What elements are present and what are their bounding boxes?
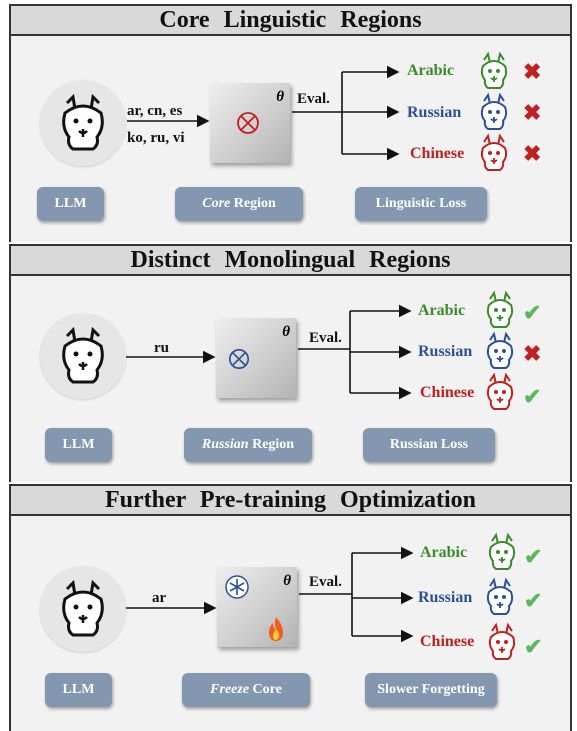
panel-title-core: Core Linguistic Regions — [9, 4, 572, 36]
cross-icon: ✖ — [523, 341, 542, 366]
llama-icon — [62, 93, 104, 151]
region-button: Core Region — [175, 187, 303, 221]
llama-blue-icon — [486, 333, 514, 369]
llama-green-icon — [486, 292, 514, 328]
check-icon: ✔ — [524, 588, 543, 613]
output-lang-arabic: Arabic — [407, 62, 455, 79]
output-lang-chinese: Chinese — [420, 384, 475, 401]
output-lang-russian: Russian — [418, 589, 473, 606]
region-button: Russian Region — [184, 428, 312, 462]
loss-button: Russian Loss — [363, 428, 495, 462]
output-lang-chinese: Chinese — [420, 633, 475, 650]
otimes-icon — [229, 349, 249, 369]
theta-label: θ — [283, 573, 291, 589]
llama-blue-icon — [480, 94, 508, 130]
llm-button: LLM — [37, 187, 104, 221]
llama-icon — [62, 326, 104, 384]
panel-title-monolingual: Distinct Monolingual Regions — [9, 244, 572, 276]
core-region-box: θ — [210, 83, 290, 163]
llama-blue-icon — [486, 579, 514, 615]
output-lang-chinese: Chinese — [410, 145, 465, 162]
output-lang-arabic: Arabic — [418, 302, 466, 319]
cross-icon: ✖ — [523, 59, 542, 84]
input-lang: ar — [152, 590, 167, 606]
check-icon: ✔ — [523, 384, 542, 409]
llama-green-icon — [488, 534, 516, 570]
input-langs-line2: ko, ru, vi — [127, 130, 185, 146]
output-lang-arabic: Arabic — [420, 544, 468, 561]
cross-icon: ✖ — [523, 100, 542, 125]
output-lang-russian: Russian — [407, 104, 462, 121]
llama-red-icon — [480, 135, 508, 171]
input-lang: ru — [154, 340, 169, 356]
fire-icon — [269, 617, 283, 641]
llama-green-icon — [480, 53, 508, 89]
theta-label: θ — [276, 89, 284, 105]
eval-label: Eval. — [309, 574, 342, 590]
llm-button: LLM — [45, 673, 112, 707]
check-icon: ✔ — [523, 300, 542, 325]
llm-avatar — [40, 80, 126, 166]
freeze-core-box: θ — [217, 567, 297, 647]
russian-region-box: θ — [216, 318, 296, 398]
panel-title-pretraining: Further Pre-training Optimization — [9, 484, 572, 516]
llama-red-icon — [488, 624, 516, 660]
eval-label: Eval. — [309, 330, 342, 346]
loss-button: Slower Forgetting — [365, 673, 497, 707]
theta-label: θ — [282, 324, 290, 340]
loss-button: Linguistic Loss — [355, 187, 487, 221]
check-icon: ✔ — [524, 634, 543, 659]
llama-icon — [62, 579, 104, 637]
snowflake-icon — [225, 575, 249, 599]
region-button: Freeze Core — [182, 673, 310, 707]
cross-icon: ✖ — [523, 141, 542, 166]
llm-button: LLM — [45, 428, 112, 462]
eval-label: Eval. — [297, 91, 330, 107]
output-lang-russian: Russian — [418, 343, 473, 360]
llm-avatar — [40, 566, 126, 652]
llama-red-icon — [486, 374, 514, 410]
otimes-icon — [237, 112, 259, 134]
input-langs-line1: ar, cn, es — [127, 103, 183, 119]
llm-avatar — [40, 313, 126, 399]
check-icon: ✔ — [524, 544, 543, 569]
